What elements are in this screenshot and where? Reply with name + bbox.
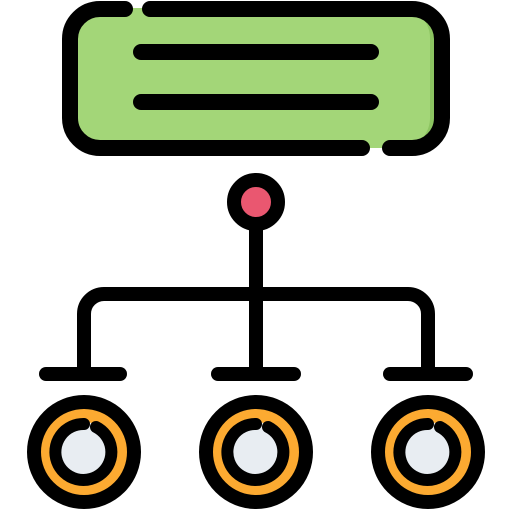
- header-box: [62, 1, 450, 156]
- child-node-right: [371, 395, 485, 509]
- tree-connectors: [39, 217, 473, 381]
- branch-left: [77, 287, 263, 381]
- header-box-fill: [72, 8, 440, 148]
- branch-right: [249, 287, 435, 381]
- header-box-outline-right: [142, 1, 450, 156]
- child-node-center: [199, 395, 313, 509]
- child-node-left: [27, 395, 141, 509]
- header-box-outline-left: [62, 1, 370, 156]
- header-box-shade: [400, 8, 440, 148]
